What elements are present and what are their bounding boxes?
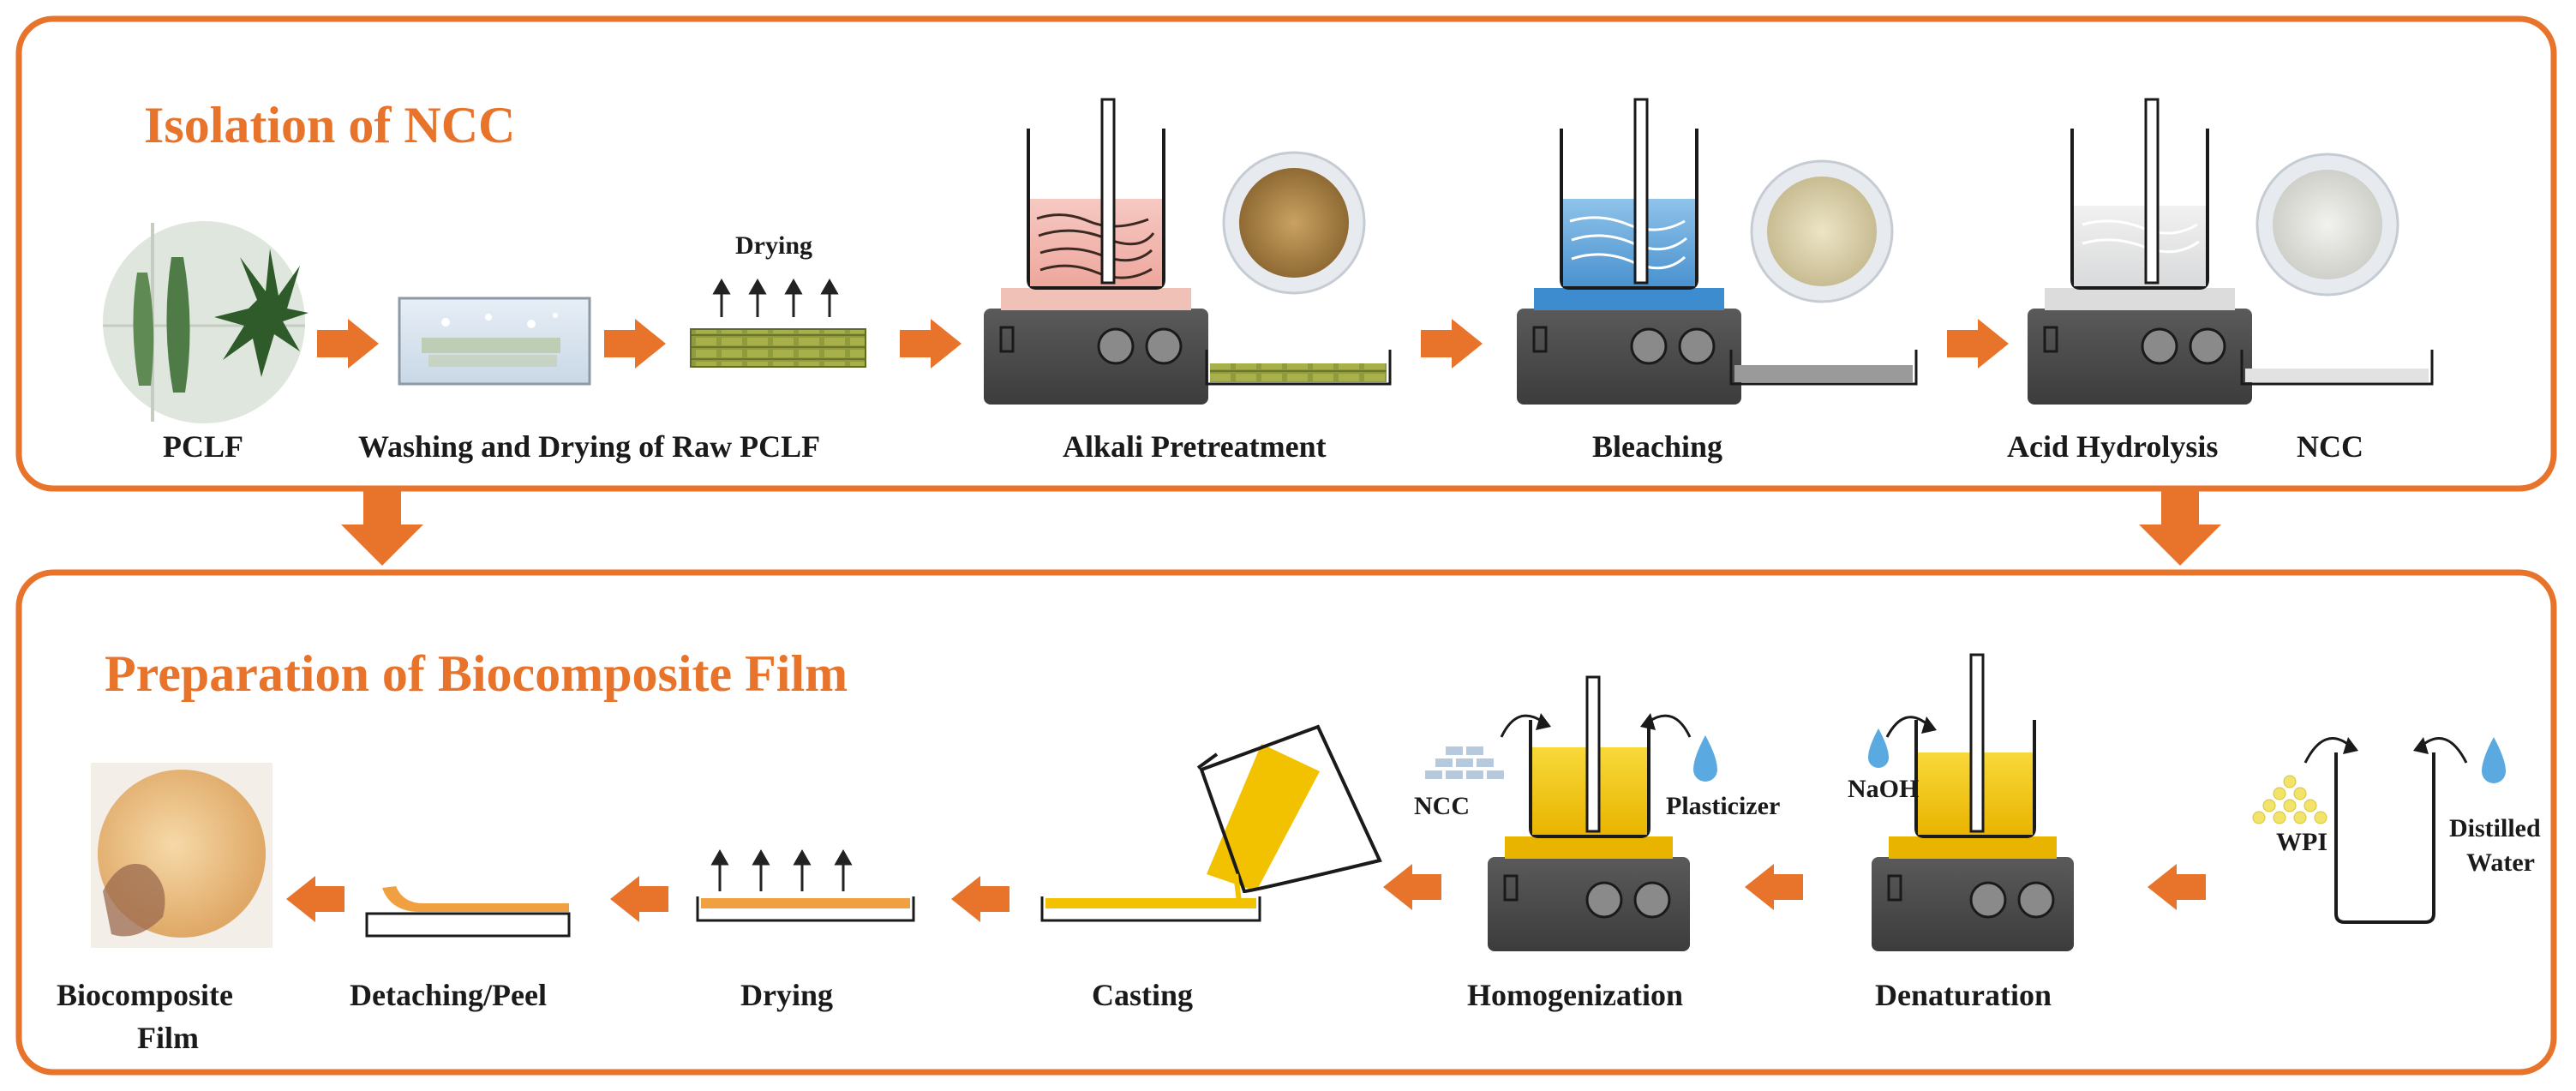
arrow-left-icon <box>951 876 1009 922</box>
arrow-right-icon <box>604 319 666 369</box>
label-input-distilled-2: Water <box>2466 848 2535 877</box>
arrow-right-icon <box>1421 319 1483 369</box>
arrow-right-icon <box>317 319 379 369</box>
bleaching-petri-dish <box>1750 159 1894 303</box>
homogenization-stirrer <box>1488 675 1692 951</box>
label-input-plasticizer: Plasticizer <box>1666 792 1781 820</box>
label-homogenization: Homogenization <box>1467 978 1683 1012</box>
ncc-petri-dish <box>2255 153 2399 297</box>
casting-tray <box>1040 896 1261 922</box>
label-input-naoh: NaOH <box>1848 775 1920 803</box>
pclf-photo <box>103 221 309 423</box>
arrow-right-icon <box>1947 319 2009 369</box>
label-washing: Washing and Drying of Raw PCLF <box>358 429 821 464</box>
label-biocomposite-1: Biocomposite <box>57 978 233 1012</box>
wpi-beaker <box>2303 737 2468 924</box>
acid-stirrer <box>2028 98 2252 405</box>
arrow-right-icon <box>900 319 962 369</box>
distilled-water-drop-icon <box>2482 737 2506 783</box>
ncc-bricks-icon <box>1423 745 1506 781</box>
label-input-ncc: NCC <box>1414 792 1470 820</box>
drying-up-arrows-icon <box>712 278 839 317</box>
peel-film-icon <box>365 886 571 938</box>
washing-tray <box>398 297 591 386</box>
label-biocomposite-2: Film <box>137 1021 199 1055</box>
arrow-left-icon <box>610 876 668 922</box>
naoh-drop-icon <box>1868 728 1889 768</box>
label-alkali: Alkali Pretreatment <box>1063 429 1327 464</box>
arrow-left-icon <box>286 876 344 922</box>
label-detaching: Detaching/Peel <box>350 978 547 1012</box>
label-drying-bottom: Drying <box>740 978 833 1012</box>
denaturation-stirrer <box>1872 653 2074 951</box>
alkali-tray <box>1205 350 1392 386</box>
label-acid: Acid Hydrolysis <box>2007 429 2219 464</box>
label-input-distilled-1: Distilled <box>2449 814 2541 842</box>
panel-top-title: Isolation of NCC <box>144 97 516 153</box>
arrow-left-icon <box>2148 864 2206 910</box>
drying-film-tray <box>696 896 915 922</box>
panel-top-frame <box>15 15 2557 492</box>
biocomposite-film-photo <box>91 763 273 948</box>
wpi-powder-icon <box>2252 775 2327 824</box>
label-denaturation: Denaturation <box>1875 978 2052 1012</box>
panel-bottom-title: Preparation of Biocomposite Film <box>105 645 848 702</box>
down-arrow-left-icon <box>341 490 423 566</box>
label-bleaching: Bleaching <box>1592 429 1723 464</box>
alkali-petri-dish <box>1222 151 1366 295</box>
label-drying-top: Drying <box>735 231 812 260</box>
label-pclf: PCLF <box>163 429 243 464</box>
label-ncc: NCC <box>2297 429 2363 464</box>
alkali-stirrer <box>984 98 1208 405</box>
down-arrow-right-icon <box>2139 490 2221 566</box>
pouring-beaker <box>1196 724 1382 902</box>
drying-bottom-arrows-icon <box>710 848 853 891</box>
arrow-left-icon <box>1745 864 1803 910</box>
label-casting: Casting <box>1092 978 1194 1012</box>
bleaching-tray <box>1729 350 1918 386</box>
plasticizer-drop-icon <box>1693 735 1717 782</box>
ncc-tray <box>2240 350 2434 386</box>
label-input-wpi: WPI <box>2276 828 2327 856</box>
dried-leaf-strip <box>690 328 866 368</box>
arrow-left-icon <box>1383 864 1441 910</box>
panel-bottom-frame <box>15 569 2557 1076</box>
bleaching-stirrer <box>1517 98 1741 405</box>
